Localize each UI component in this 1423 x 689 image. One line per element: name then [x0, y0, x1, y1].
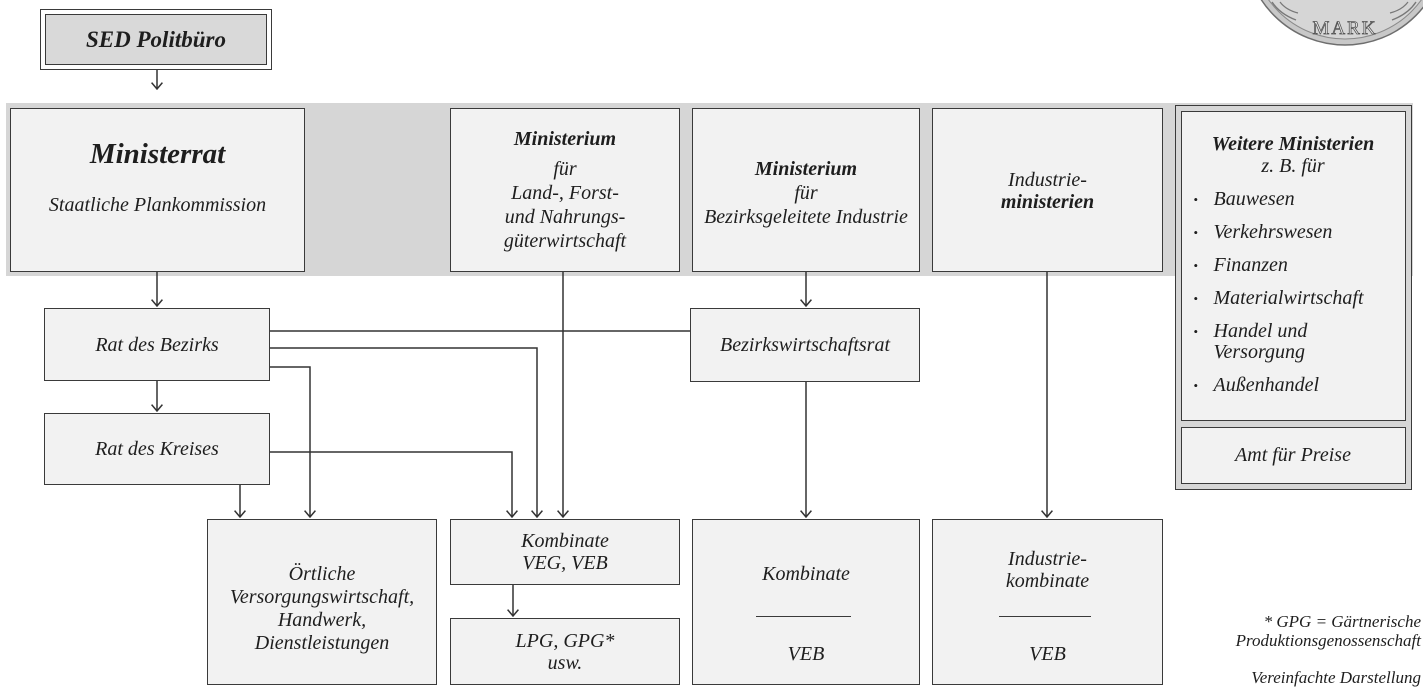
simplified-representation-note: Vereinfachte Darstellung [1251, 668, 1421, 687]
oertliche-line: Versorgungswirtschaft, [229, 586, 415, 608]
list-item-handel-line-2: Versorgung [1213, 340, 1305, 363]
ministerrat-box: Ministerrat Staatliche Plankommission [10, 108, 305, 272]
ministerium-land-title: Ministerium [513, 128, 617, 150]
rat-des-bezirks-label: Rat des Bezirks [95, 333, 219, 356]
coin-wheat-ear-left-inner [1279, 1, 1299, 14]
lpg-gpg-line: usw. [547, 651, 583, 674]
kombinate-veg-veb-line: Kombinate [521, 530, 609, 552]
list-item: Verkehrswesen [1182, 220, 1405, 243]
weitere-ministerien-list: Bauwesen Verkehrswesen Finanzen Material… [1182, 187, 1405, 396]
weitere-ministerien-box: Weitere Ministerien z. B. für Bauwesen V… [1180, 110, 1406, 421]
list-item-finanzen: Finanzen [1213, 253, 1288, 276]
coin-wheat-ear-left [1271, 1, 1297, 21]
politburo-box: SED Politbüro [45, 14, 267, 65]
oertliche-line: Handwerk, [277, 609, 367, 631]
ministerium-land-line: güterwirtschaft [503, 230, 627, 252]
ministerium-land-line: für [553, 158, 577, 180]
kombinate-veg-veb-line: VEG, VEB [522, 552, 608, 574]
industriekombinate-line-1: Industrie- [1008, 548, 1087, 570]
industriekombinate-veb-label: VEB [1029, 643, 1066, 665]
weitere-ministerien-subtitle: z. B. für [1261, 154, 1325, 177]
lpg-gpg-box: LPG, GPG* usw. [450, 618, 680, 685]
list-item-materialwirtschaft: Materialwirtschaft [1213, 286, 1364, 309]
bezirkswirtschaftsrat-label: Bezirkswirtschaftsrat [719, 334, 890, 356]
industriekombinate-label: Industrie- kombinate [933, 548, 1162, 592]
ministerium-land-line: und Nahrungs- [504, 206, 626, 228]
list-item: Bauwesen [1182, 187, 1405, 210]
kombinate-veg-veb-box: Kombinate VEG, VEB [450, 519, 680, 585]
oertliche-line: Örtliche [288, 563, 356, 585]
rat-des-kreises-box: Rat des Kreises [44, 413, 270, 485]
weitere-ministerien-title: Weitere Ministerien [1211, 132, 1375, 155]
kombinate-veb-box: Kombinate VEB [692, 519, 920, 685]
industriekombinate-line-2: kombinate [1005, 570, 1090, 592]
amt-fuer-preise-box: Amt für Preise [1180, 426, 1406, 484]
ministerium-bezirk-title: Ministerium [754, 158, 858, 180]
ministerium-bezirksgeleitete-industrie-box: Ministerium für Bezirksgeleitete Industr… [692, 108, 920, 272]
ministerium-bezirk-line: für [794, 182, 818, 204]
footnote-line-2: Produktionsgenossenschaft [1235, 631, 1421, 650]
rat-des-bezirks-box: Rat des Bezirks [44, 308, 270, 381]
oertliche-line: Dienstleistungen [254, 632, 390, 654]
bezirkswirtschaftsrat-box: Bezirkswirtschaftsrat [690, 308, 920, 382]
amt-fuer-preise-label: Amt für Preise [1235, 444, 1351, 466]
list-item: Materialwirtschaft [1182, 286, 1405, 309]
lpg-gpg-line: LPG, GPG* [515, 629, 615, 652]
kombinate-label: Kombinate [762, 563, 850, 585]
coin-wheat-ear-right-inner [1389, 1, 1409, 14]
industrieministerien-line-2: ministerien [1000, 191, 1095, 213]
ministerium-land-line: Land-, Forst- [511, 182, 619, 204]
coin-image: MARK [1260, 0, 1423, 46]
footnote: * GPG = Gärtnerische Produktionsgenossen… [1236, 612, 1421, 650]
list-item-verkehrswesen: Verkehrswesen [1213, 220, 1333, 243]
industrieministerien-box: Industrie- ministerien [932, 108, 1163, 272]
industriekombinate-divider [999, 616, 1091, 617]
oertliche-versorgungswirtschaft-box: Örtliche Versorgungswirtschaft, Handwerk… [207, 519, 437, 685]
footnote-line-1: * GPG = Gärtnerische [1263, 612, 1421, 631]
rat-des-kreises-label: Rat des Kreises [95, 438, 219, 460]
list-item-bauwesen: Bauwesen [1213, 187, 1295, 210]
ministerrat-subtitle: Staatliche Plankommission [48, 194, 267, 216]
list-item: Außenhandel [1182, 373, 1405, 396]
coin-wheat-ear-right [1391, 1, 1417, 21]
arrow-rat-des-kreises-to-kombinate-veg-veb [270, 451, 512, 517]
kombinate-divider [756, 616, 851, 617]
industriekombinate-box: Industrie- kombinate VEB [932, 519, 1163, 685]
weitere-ministerien-column: Weitere Ministerien z. B. für Bauwesen V… [1175, 105, 1412, 490]
politburo-label: SED Politbüro [86, 26, 226, 52]
ministerium-land-forst-box: Ministerium für Land-, Forst- und Nahrun… [450, 108, 680, 272]
coin-text: MARK [1312, 18, 1377, 39]
ministerium-bezirk-line: Bezirksgeleitete Industrie [704, 206, 908, 228]
list-item: Finanzen [1182, 253, 1405, 276]
kombinate-veb-label: VEB [787, 643, 825, 665]
politburo-frame: SED Politbüro [40, 9, 272, 70]
list-item-handel-line-1: Handel und [1213, 319, 1308, 342]
coin-face [1268, 0, 1422, 40]
arrow-rat-des-bezirks-to-kombinate-veg-veb [270, 347, 537, 517]
industrieministerien-line-1: Industrie- [1008, 169, 1087, 191]
list-item-aussenhandel: Außenhandel [1213, 373, 1320, 396]
ministerrat-title: Ministerrat [89, 138, 226, 170]
list-item: Handel und Versorgung [1182, 319, 1405, 363]
arrow-rat-des-bezirks-to-oertliche [270, 366, 310, 517]
